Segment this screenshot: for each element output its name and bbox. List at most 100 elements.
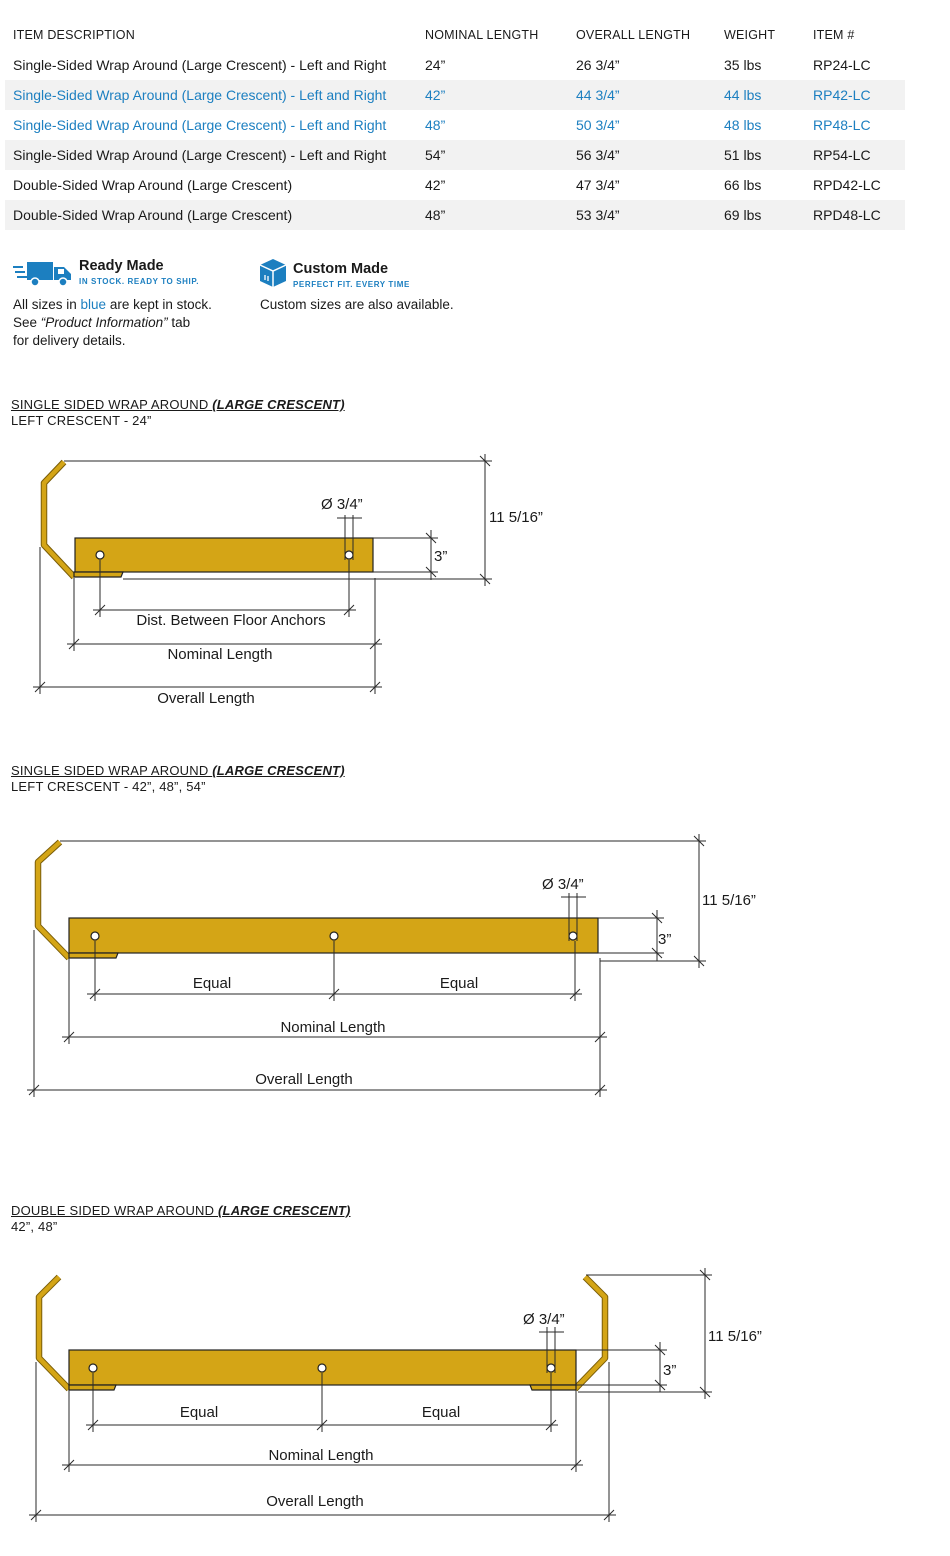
anchor-hole <box>88 1363 98 1373</box>
cell-description: Single-Sided Wrap Around (Large Crescent… <box>13 57 387 73</box>
cell-overall: 53 3/4” <box>568 200 716 230</box>
equal-label: Equal <box>440 975 478 992</box>
tick-mark <box>594 1031 606 1043</box>
tick-mark <box>569 988 581 1000</box>
note-text: are kept in stock. <box>106 297 212 312</box>
height-label: 11 5/16” <box>702 892 756 909</box>
title-bold-text: (LARGE CRESCENT) <box>212 763 345 778</box>
equal-label: Equal <box>180 1404 218 1421</box>
tick-mark <box>425 532 437 544</box>
cell-description: Double-Sided Wrap Around (Large Crescent… <box>5 200 417 230</box>
tick-mark <box>94 604 106 616</box>
anchor-hole <box>568 931 578 941</box>
cell-item-number: RP48-LC <box>813 117 871 133</box>
custom-made-subtitle: PERFECT FIT. EVERY TIME <box>293 280 410 289</box>
tick-mark <box>693 835 705 847</box>
plate-lip <box>68 952 119 959</box>
crescent-arm <box>41 460 76 579</box>
tick-mark <box>594 1084 606 1096</box>
cell-nominal: 42” <box>425 177 446 193</box>
anchor-hole <box>546 1363 556 1373</box>
tick-mark <box>28 1084 40 1096</box>
height-label: 11 5/16” <box>489 509 543 526</box>
ready-made-subtitle: IN STOCK. READY TO SHIP. <box>79 277 200 286</box>
cell-overall: 50 3/4” <box>576 117 620 133</box>
cell-overall: 47 3/4” <box>576 177 620 193</box>
hole-diameter-label: Ø 3/4” <box>523 1311 565 1328</box>
cell-nominal: 42” <box>417 80 568 110</box>
tick-mark <box>654 1379 666 1391</box>
spec-table: ITEM DESCRIPTION NOMINAL LENGTH OVERALL … <box>5 20 905 230</box>
tick-mark <box>30 1509 42 1521</box>
custom-made-note: Custom sizes are also available. <box>260 297 454 312</box>
tick-mark <box>479 455 491 467</box>
custom-made-title: Custom Made <box>293 261 389 277</box>
tick-mark <box>369 681 381 693</box>
tick-mark <box>34 681 46 693</box>
height-label: 11 5/16” <box>708 1328 762 1345</box>
tick-mark <box>651 947 663 959</box>
anchor-hole <box>344 550 354 560</box>
table-header-row: ITEM DESCRIPTION NOMINAL LENGTH OVERALL … <box>5 20 905 50</box>
tick-mark <box>693 955 705 967</box>
cell-overall: 26 3/4” <box>576 57 620 73</box>
product-info-ref: “Product Information” <box>40 315 168 330</box>
crescent-arm <box>35 840 71 960</box>
drawing-3-diagram: 11 5/16” 3” Ø 3/4” Equal Equal Nominal L… <box>29 1268 762 1522</box>
note-text: tab <box>167 315 191 330</box>
cell-weight: 44 lbs <box>716 80 805 110</box>
table-row: Single-Sided Wrap Around (Large Crescent… <box>5 140 905 170</box>
title-text: DOUBLE SIDED WRAP AROUND <box>11 1203 219 1218</box>
title-bold-text: (LARGE CRESCENT) <box>212 397 345 412</box>
tick-mark <box>654 1344 666 1356</box>
table-row: Double-Sided Wrap Around (Large Crescent… <box>5 200 905 230</box>
cell-overall: 44 3/4” <box>568 80 716 110</box>
tick-mark <box>369 638 381 650</box>
plate-height-label: 3” <box>663 1362 676 1379</box>
tick-mark <box>570 1459 582 1471</box>
plate-height-label: 3” <box>658 931 671 948</box>
table-row: Double-Sided Wrap Around (Large Crescent… <box>5 170 905 200</box>
tick-mark <box>603 1509 615 1521</box>
ready-made-badge: Ready Made IN STOCK. READY TO SHIP. <box>13 258 199 288</box>
drawing-1-title: SINGLE SIDED WRAP AROUND (LARGE CRESCENT… <box>11 397 345 429</box>
crescent-arm <box>573 1275 608 1391</box>
tick-mark <box>63 1459 75 1471</box>
cell-weight: 66 lbs <box>724 177 762 193</box>
header-overall-length: OVERALL LENGTH <box>576 28 691 42</box>
note-text: for delivery details. <box>13 333 126 348</box>
cell-overall: 56 3/4” <box>568 140 716 170</box>
crescent-arm <box>36 1275 71 1391</box>
note-blue-word: blue <box>80 297 107 312</box>
tick-mark <box>343 604 355 616</box>
base-plate <box>74 537 374 573</box>
anchor-hole <box>90 931 100 941</box>
cell-description: Single-Sided Wrap Around (Large Crescent… <box>5 140 417 170</box>
tick-mark <box>328 988 340 1000</box>
title-bold-text: (LARGE CRESCENT) <box>218 1203 351 1218</box>
table-row: Single-Sided Wrap Around (Large Crescent… <box>5 80 905 110</box>
cell-weight: 48 lbs <box>724 117 762 133</box>
anchor-distance-label: Dist. Between Floor Anchors <box>136 612 325 629</box>
cell-item-number: RPD48-LC <box>805 200 905 230</box>
cell-item-number: RPD42-LC <box>813 177 881 193</box>
tick-mark <box>87 1419 99 1431</box>
box-icon <box>259 259 287 287</box>
cell-nominal: 24” <box>425 57 446 73</box>
title-text: SINGLE SIDED WRAP AROUND <box>11 763 213 778</box>
drawing-1-subtitle: LEFT CRESCENT - 24” <box>11 413 152 428</box>
tick-mark <box>545 1419 557 1431</box>
truck-icon <box>13 262 71 287</box>
tick-mark <box>699 1386 711 1398</box>
drawing-3-subtitle: 42”, 48” <box>11 1219 58 1234</box>
drawing-1-diagram: 11 5/16” 3” Ø 3/4” Dist. Between Floor A… <box>33 454 543 707</box>
table-row: Single-Sided Wrap Around (Large Crescent… <box>5 110 905 140</box>
custom-made-badge: Custom Made PERFECT FIT. EVERY TIME <box>259 258 410 289</box>
nominal-length-label: Nominal Length <box>280 1019 385 1036</box>
note-text: See <box>13 315 41 330</box>
header-item-number: ITEM # <box>813 28 855 42</box>
cell-description: Single-Sided Wrap Around (Large Crescent… <box>13 117 387 133</box>
cell-nominal: 48” <box>425 117 446 133</box>
tick-mark <box>68 638 80 650</box>
cell-nominal: 54” <box>417 140 568 170</box>
